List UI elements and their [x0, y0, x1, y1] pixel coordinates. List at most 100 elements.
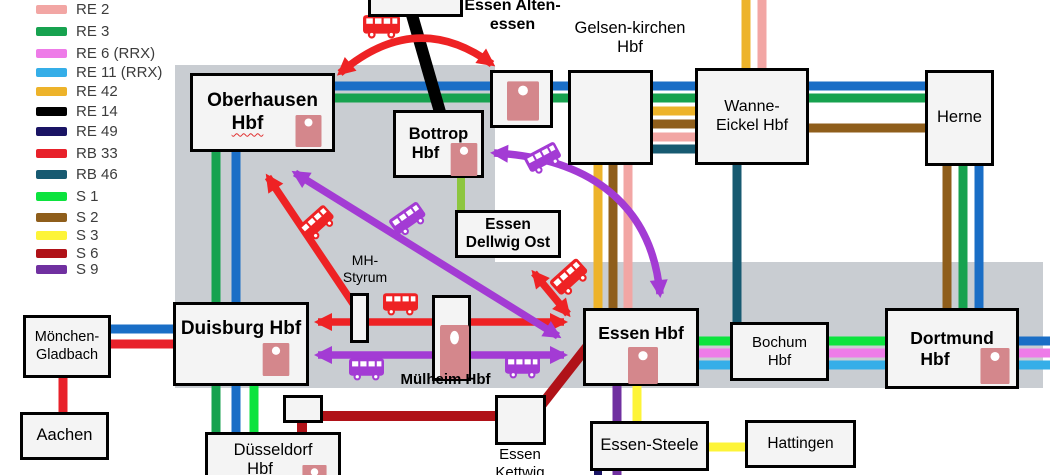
legend-color-swatch [36, 265, 67, 274]
label-essen-kettwig: Essen Kettwig [495, 446, 545, 475]
legend-color-swatch [36, 27, 67, 36]
legend-color-swatch [36, 87, 67, 96]
station-box-essen-kettwig [495, 395, 546, 445]
legend-color-swatch [36, 192, 67, 201]
legend-color-swatch [36, 49, 67, 58]
legend-line-label: RE 2 [76, 1, 110, 18]
station-label: Hbf [920, 348, 950, 369]
station-label: Hattingen [767, 434, 834, 452]
legend-color-swatch [36, 107, 67, 116]
station-box-essen-steele: Essen-Steele [590, 421, 709, 471]
legend-line-label: S 6 [76, 245, 99, 262]
line-rb33 [58, 339, 177, 414]
legend-color-swatch [36, 213, 67, 222]
legend-color-swatch [36, 231, 67, 240]
station-label: Eickel Hbf [715, 116, 789, 134]
staffed-station-person-icon [293, 115, 324, 147]
station-label: Duisburg Hbf [180, 318, 302, 339]
bus-icon-red-duisburg-essen [383, 293, 418, 316]
staffed-station-person-icon [980, 348, 1010, 384]
staffed-station-person-icon [507, 80, 539, 122]
station-box-dortmund: Dortmund Hbf [885, 308, 1019, 389]
line-s3 [632, 386, 747, 452]
station-box-oberhausen: Oberhausen Hbf [190, 73, 335, 152]
station-box-essen: Essen Hbf [583, 308, 699, 386]
station-box-bochum: Bochum Hbf [730, 322, 829, 381]
legend-row: RE 14 [36, 103, 118, 120]
legend-color-swatch [36, 149, 67, 158]
station-box-bottrop: Bottrop Hbf [393, 110, 484, 178]
legend-row: S 3 [36, 227, 99, 244]
legend-line-label: RE 11 (RRX) [76, 64, 163, 81]
station-label: Mönchen- [34, 329, 100, 346]
legend-row: S 1 [36, 188, 99, 205]
station-box-hattingen: Hattingen [745, 420, 856, 468]
station-label: Bochum [751, 333, 808, 351]
legend-row: RE 6 (RRX) [36, 45, 155, 62]
station-box-essen-dellwig-ost: Essen Dellwig Ost [455, 210, 561, 258]
label-muelheim-hbf: Mülheim Hbf [400, 371, 491, 388]
legend-row: RE 2 [36, 1, 109, 18]
legend-row: RB 46 [36, 166, 118, 183]
bus-icon-purple-bottrop-arc [522, 141, 565, 178]
bus-icon-purple-muelheim [349, 358, 384, 381]
station-box-duesseldorf-s6-halt [283, 395, 323, 423]
legend-line-label: RE 6 (RRX) [76, 45, 156, 62]
legend-line-label: RB 33 [76, 145, 118, 162]
station-box-duesseldorf: Düsseldorf Hbf [205, 432, 341, 475]
staffed-station-person-icon [628, 347, 658, 384]
legend-row: S 6 [36, 245, 99, 262]
staffed-station-person-icon [449, 143, 479, 176]
legend-line-label: S 2 [76, 209, 99, 226]
station-label: Bottrop [408, 124, 469, 143]
legend-row: RE 49 [36, 123, 118, 140]
legend-line-label: RE 49 [76, 123, 118, 140]
bus-icon-purple-essen [505, 356, 540, 379]
station-box-mh-styrum [350, 293, 369, 343]
station-label: Dortmund [910, 327, 994, 348]
station-label: Essen [485, 215, 531, 233]
legend-color-swatch [36, 170, 67, 179]
sev-red-diagonal-oberhausen-styrum [264, 173, 366, 320]
sev-purple-diagonal-oberhausen-essen [291, 169, 562, 340]
station-label: Dellwig Ost [465, 234, 551, 251]
legend-line-label: RB 46 [76, 166, 118, 183]
legend-row: S 9 [36, 261, 99, 278]
bus-icon-red-top [363, 15, 400, 39]
staffed-station-person-icon [262, 343, 290, 376]
label-mh-styrum: MH- Styrum [342, 252, 388, 285]
station-box-essen-altenessen [490, 70, 553, 128]
station-box-wanne-eickel: Wanne- Eickel Hbf [695, 68, 809, 165]
line-rb46 [650, 144, 742, 324]
sev-red-arc-oberhausen-altenessen [336, 34, 496, 76]
line-s1 [249, 336, 887, 434]
station-label: Essen-Steele [600, 436, 699, 455]
legend-row: RE 3 [36, 23, 109, 40]
legend-line-label: S 3 [76, 227, 99, 244]
legend-line-label: RE 42 [76, 83, 118, 100]
legend-line-label: S 9 [76, 261, 99, 278]
label-gelsenkirchen: Gelsen-kirchen Hbf [574, 19, 686, 57]
station-label: Hbf [411, 144, 440, 162]
label-essen-altenessen: Essen Alten- essen [464, 0, 561, 33]
staffed-station-person-icon [301, 465, 328, 475]
legend-line-label: S 1 [76, 188, 99, 205]
station-label: Hbf [767, 351, 792, 369]
legend-color-swatch [36, 127, 67, 136]
legend-row: RE 11 (RRX) [36, 64, 162, 81]
legend-row: S 2 [36, 209, 99, 226]
station-box-aachen: Aachen [20, 412, 109, 460]
legend-line-label: RE 3 [76, 23, 110, 40]
legend-color-swatch [36, 5, 67, 14]
station-label: Herne [937, 108, 982, 127]
station-label: Oberhausen [207, 90, 318, 112]
station-label: Essen Hbf [598, 323, 684, 343]
station-box-duisburg: Duisburg Hbf [173, 302, 309, 386]
station-label: Düsseldorf [233, 441, 313, 459]
station-label: Aachen [36, 426, 93, 445]
station-box-muelheim [432, 295, 471, 381]
station-box-moenchengladbach: Mönchen- Gladbach [23, 315, 111, 378]
station-label: Hbf [231, 112, 264, 134]
